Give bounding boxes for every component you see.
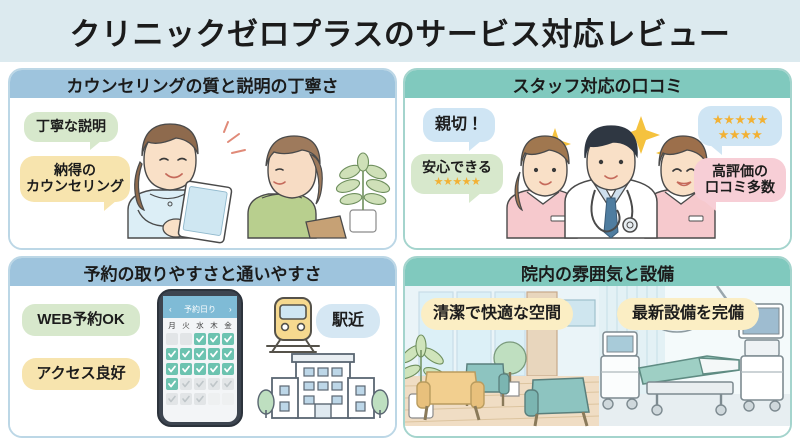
bubble-kind: 親切！ — [423, 108, 495, 151]
pill-near-station-text: 駅近 — [331, 312, 364, 330]
panel-counseling-header: カウンセリングの質と説明の丁寧さ — [10, 70, 395, 98]
pill-good-access: アクセス良好 — [22, 358, 140, 390]
panel-staff-reviews-header: スタッフ対応の口コミ — [405, 70, 790, 98]
doctor-figure — [564, 125, 658, 239]
page-title: クリニックゼロプラスのサービス対応レビュー — [69, 16, 731, 52]
bubble-polite-explanation: 丁寧な説明 — [24, 112, 118, 150]
calendar-day-headers: 月火水 木金 — [168, 320, 232, 330]
panel-counseling-body: 丁寧な説明 納得の カウンセリング — [10, 98, 395, 248]
clinic-building-icon — [257, 353, 389, 419]
bubble-satisfying-counseling-line1: 納得の — [54, 162, 96, 179]
tablet-icon — [177, 180, 233, 244]
pill-near-station: 駅近 — [316, 304, 380, 338]
pill-latest-equipment: 最新設備を完備 — [617, 298, 759, 330]
pill-clean-comfortable-space-text: 清潔で快適な空間 — [432, 305, 561, 323]
bubble-reassuring-text: 安心できる — [422, 158, 492, 175]
panel-booking-access-header: 予約の取りやすさと通いやすさ — [10, 258, 395, 286]
calendar-checkmarks-dim — [168, 380, 232, 403]
bubble-reassuring: 安心できる ★★★★★ — [411, 154, 503, 203]
smartphone-calendar-illustration: 予約日り ‹ › 月火水 木金 — [157, 289, 243, 427]
bubble-polite-explanation-text: 丁寧な説明 — [36, 118, 106, 135]
svg-text:月: 月 — [168, 321, 176, 330]
bubble-high-rating-line1: 高評価の — [712, 163, 768, 180]
chevron-right-icon: › — [229, 305, 232, 314]
plant-icon — [335, 152, 391, 233]
train-icon — [266, 297, 320, 353]
svg-text:火: 火 — [182, 321, 190, 330]
bubble-rating-stars-row2: ★★★★ — [717, 127, 763, 142]
svg-text:水: 水 — [196, 320, 204, 330]
armchair-yellow — [416, 371, 485, 421]
panel-booking-access: 予約の取りやすさと通いやすさ WEB予約OK アクセス良好 駅近 — [8, 256, 397, 438]
nurse-left-figure — [506, 135, 578, 239]
panel-grid: カウンセリングの質と説明の丁寧さ — [0, 62, 800, 446]
pill-web-booking-text: WEB予約OK — [37, 310, 125, 328]
calendar-header-label: 予約日り — [184, 304, 216, 314]
panel-booking-access-title: 予約の取りやすさと通いやすさ — [83, 264, 322, 284]
panel-counseling-title: カウンセリングの質と説明の丁寧さ — [66, 76, 339, 96]
panel-atmosphere-equipment-body: 清潔で快適な空間 最新設備を完備 — [405, 286, 790, 436]
bubble-tail — [104, 201, 116, 211]
panel-atmosphere-equipment-title: 院内の雰囲気と設備 — [521, 264, 674, 284]
bubble-tail — [469, 193, 481, 203]
bubble-satisfying-counseling-line2: カウンセリング — [26, 178, 124, 194]
bubble-satisfying-counseling: 納得の カウンセリング — [20, 156, 130, 211]
bubble-rating-stars-row1: ★★★★★ — [712, 112, 768, 127]
bubble-tail — [704, 201, 716, 211]
emphasis-lines — [223, 121, 246, 154]
bubble-tail — [710, 145, 722, 155]
title-band: クリニックゼロプラスのサービス対応レビュー — [0, 0, 800, 62]
panel-atmosphere-equipment-header: 院内の雰囲気と設備 — [405, 258, 790, 286]
calendar-grid — [166, 333, 234, 405]
panel-staff-reviews: スタッフ対応の口コミ — [403, 68, 792, 250]
panel-atmosphere-equipment: 院内の雰囲気と設備 — [403, 256, 792, 438]
tree-icon — [257, 389, 389, 418]
armchair-right — [524, 377, 590, 427]
chevron-left-icon: ‹ — [169, 305, 172, 314]
patient-figure — [247, 135, 347, 239]
panel-booking-access-body: WEB予約OK アクセス良好 駅近 予約日り ‹ › — [10, 286, 395, 436]
panel-staff-reviews-title: スタッフ対応の口コミ — [512, 76, 683, 96]
bubble-tail — [469, 141, 481, 151]
bubble-high-rating-reviews: 高評価の 口コミ多数 — [694, 158, 786, 211]
bubble-tail — [90, 141, 101, 150]
panel-counseling: カウンセリングの質と説明の丁寧さ — [8, 68, 397, 250]
pill-latest-equipment-text: 最新設備を完備 — [631, 305, 744, 323]
counseling-illustration — [127, 121, 391, 244]
examination-bed-icon — [638, 355, 740, 416]
pill-clean-comfortable-space: 清潔で快適な空間 — [421, 298, 573, 330]
calendar-checkmarks-on — [168, 335, 232, 388]
bubble-rating-stars: ★★★★★ ★★★★ — [698, 106, 782, 155]
pill-good-access-text: アクセス良好 — [36, 364, 126, 382]
bubble-kind-text: 親切！ — [434, 116, 483, 134]
pill-web-booking: WEB予約OK — [22, 304, 140, 336]
bubble-high-rating-line2: 口コミ多数 — [705, 179, 775, 195]
svg-text:金: 金 — [224, 320, 232, 330]
panel-staff-reviews-body: 親切！ 安心できる ★★★★★ ★★★★★ ★★★★ 高評価の 口コミ多数 — [405, 98, 790, 248]
svg-text:木: 木 — [210, 320, 218, 330]
equipment-cart-icon — [600, 331, 640, 410]
bubble-reassuring-stars: ★★★★★ — [433, 176, 481, 189]
